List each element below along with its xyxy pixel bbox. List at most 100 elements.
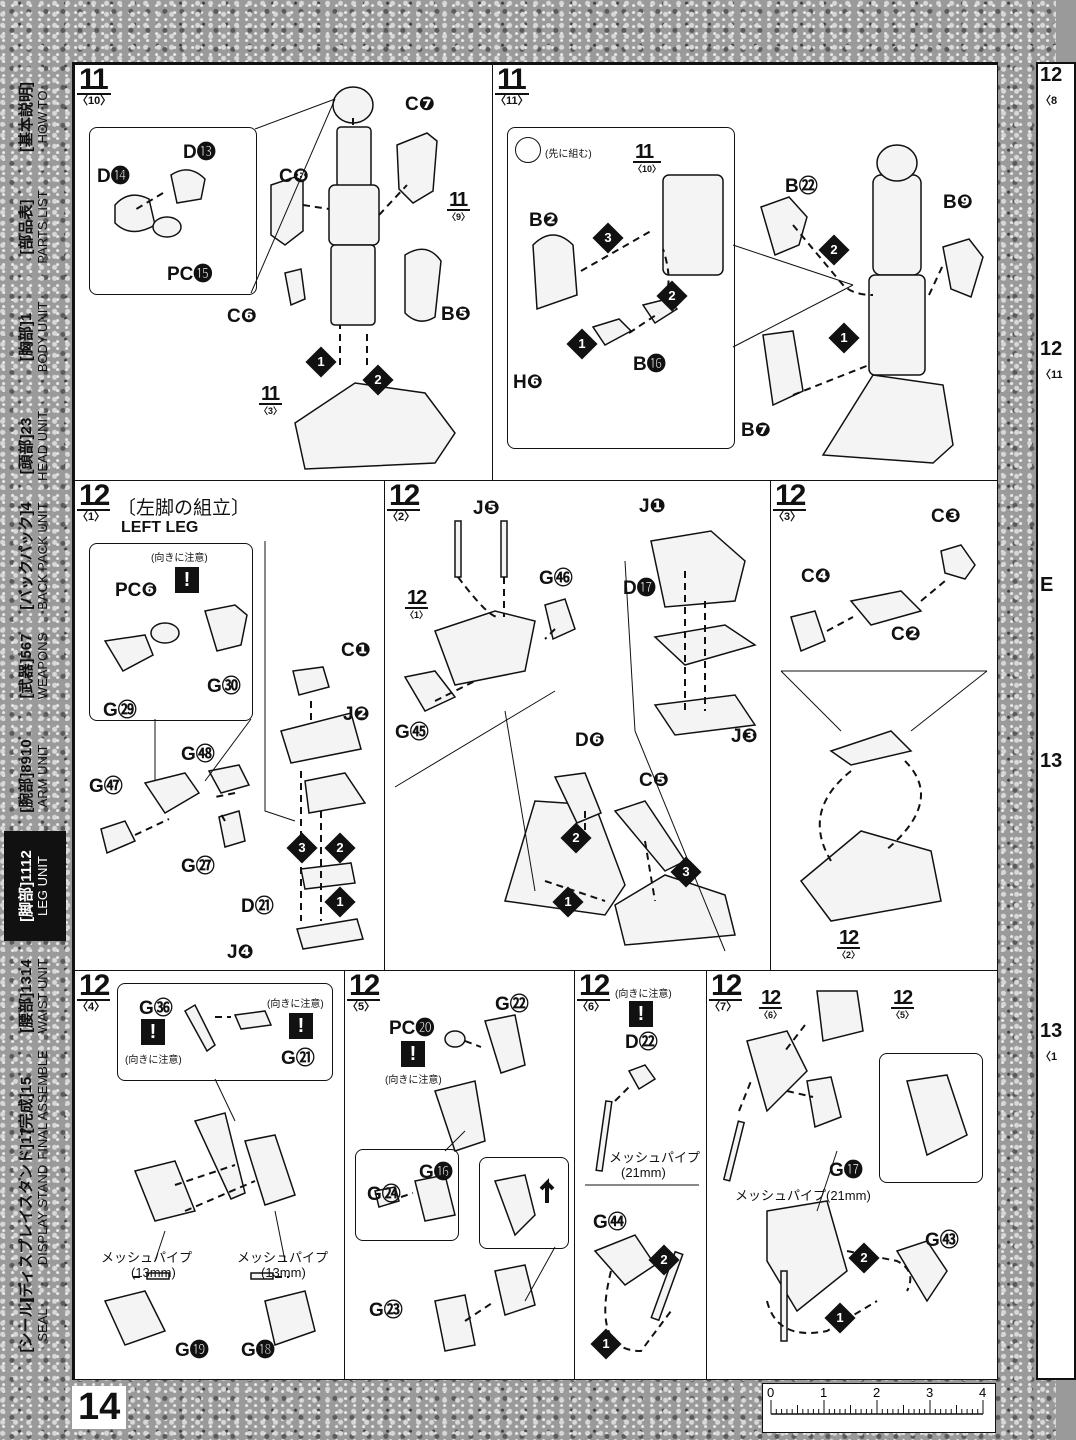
part-label: B❼ [741,420,771,441]
step-12-7-panel: 12〈7〉 12〈6〉 12〈5〉 [706,970,998,1380]
order-marker: 1 [305,346,337,378]
part-label: J❸ [731,726,758,747]
caution-icon: ! [401,1041,425,1067]
sidebar-tab-jp: [シール] [18,1297,35,1353]
part-label: C❹ [801,566,831,587]
pre-assemble-icon [515,137,541,163]
order-marker: 1 [590,1328,622,1360]
sidebar-tab-jp: [胸部]1 [18,312,35,361]
orientation-caution: (向きに注意) [615,989,672,1000]
pre-assemble-note: (先に組む) [545,149,592,160]
order-marker: 2 [848,1242,880,1274]
order-marker: 1 [824,1302,856,1334]
part-label: G㉔ [367,1184,401,1205]
assembly-illustration [532,144,984,464]
ruler-label: 2 [873,1385,880,1400]
sidebar-tab-en: HOW TO [35,90,50,144]
part-label: B❾ [943,192,973,213]
order-marker: 1 [566,328,598,360]
caution-icon: ! [629,1001,653,1027]
mesh-pipe-length: (13mm) [131,1265,176,1280]
adjacent-step-label: 12 [1040,64,1063,86]
part-label: J❶ [639,496,666,517]
part-label: G⓳ [175,1340,209,1361]
order-marker: 2 [648,1244,680,1276]
reference-step: 11〈9〉 [447,189,471,222]
ruler-label: 0 [767,1385,774,1400]
step-11-10-panel: 11〈10〉 C❼ [74,64,494,482]
mesh-pipe-length: (21mm) [621,1165,666,1180]
part-label: PC❻ [115,580,158,601]
adjacent-step-label: 13 [1040,750,1063,772]
orientation-caution: (向きに注意) [125,1055,182,1066]
part-label: G⓲ [241,1340,275,1361]
step-number: 12〈1〉 [77,479,110,523]
sidebar-tab-jp: [腰部]1314 [18,958,35,1033]
adjacent-part-label: E [1040,574,1054,596]
mesh-pipe-length: (13mm) [261,1265,306,1280]
step-number: 11〈10〉 [77,63,112,107]
reference-step: 12〈2〉 [837,927,861,960]
part-label: D⓱ [623,578,656,599]
sidebar-tab-en: WAIST UNIT [35,958,50,1033]
part-label: J❷ [343,704,370,725]
section-title-en: LEFT LEG [121,519,199,536]
part-label: PC⓯ [167,264,213,285]
ruler-label: 1 [820,1385,827,1400]
assembly-illustration [780,544,988,922]
sidebar-tab: [基本説明]HOW TO [4,62,66,172]
assembly-illustration [114,86,456,470]
part-label: G㊺ [395,722,429,743]
part-label: PC⓴ [389,1018,435,1039]
mesh-pipe-label: メッシュパイプ(21mm) [735,1188,871,1203]
caution-icon: ! [141,1019,165,1045]
sidebar-tab-jp: [腕部]8910 [18,739,35,813]
part-label: D㉑ [241,896,274,917]
step-number: 12〈7〉 [709,969,742,1013]
part-label: G㊼ [89,776,123,797]
adjacent-step-sub: 〈1 [1040,1051,1058,1063]
order-marker: 3 [286,832,318,864]
part-label: B❷ [529,210,559,231]
part-label: G㉓ [369,1300,403,1321]
reference-step: 11〈3〉 [259,383,283,416]
part-label: C❶ [341,640,371,661]
adjacent-step-label: 12 [1040,338,1063,360]
part-label: C❸ [931,506,961,527]
ruler-ticks: 0 1 2 3 4 [767,1385,986,1415]
adjacent-step-sub: 〈8 [1040,95,1058,107]
assembly-illustration [722,990,968,1342]
order-marker: 2 [818,234,850,266]
order-marker: 2 [560,822,592,854]
adjacent-step-label: 13 [1040,1020,1063,1042]
ruler-label: 3 [926,1385,933,1400]
sidebar-tab: [部品表]PARTS LIST [4,172,66,282]
part-label: G㉚ [207,676,241,697]
sidebar-tab: [シール]SEAL [4,1270,66,1380]
step-number: 12〈3〉 [773,479,806,523]
step-number: 12〈2〉 [387,479,420,523]
sidebar-tab-jp: [基本説明] [18,81,35,152]
part-label: J❺ [473,498,500,519]
order-marker: 3 [670,856,702,888]
ruler-label: 4 [979,1385,986,1400]
assembly-illustration [103,1003,316,1346]
part-label: H❻ [513,372,543,393]
part-label: G㉙ [103,700,137,721]
step-number: 12〈6〉 [577,969,610,1013]
mesh-pipe-label: メッシュパイプ [237,1250,329,1265]
sidebar-tab-en: SEAL [35,1308,50,1342]
step-number: 12〈5〉 [347,969,380,1013]
part-label: C❻ [227,306,257,327]
sidebar-tab-en: ARM UNIT [35,744,50,808]
step-11-11-panel: 11〈11〉 (先に組む) 11〈10〉 [492,64,998,482]
sidebar-tab-jp: [バックパック]4 [18,502,35,611]
sidebar-tab-jp: [脚部]1112 [18,849,35,922]
adjacent-step-sub: 〈11 [1040,369,1063,381]
orientation-caution: (向きに注意) [267,999,324,1010]
part-label: D⓭ [183,142,216,163]
